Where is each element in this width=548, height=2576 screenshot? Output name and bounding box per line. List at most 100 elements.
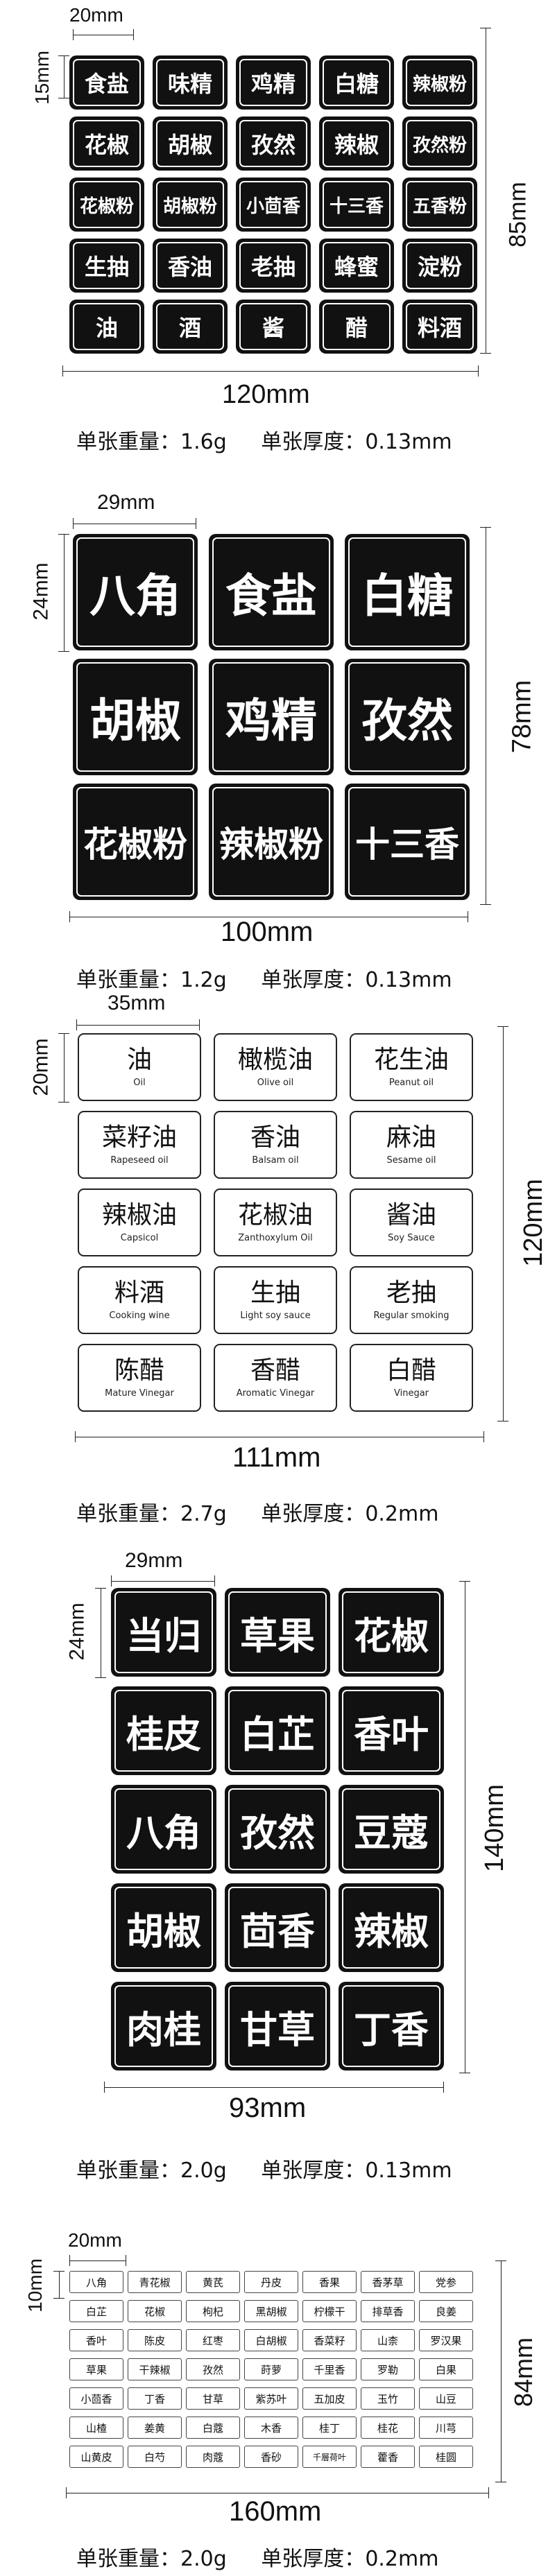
sticker-label: 香菜籽 bbox=[302, 2329, 357, 2351]
sticker-text-en: Regular smoking bbox=[373, 1311, 449, 1322]
sticker-border bbox=[239, 303, 307, 350]
sticker-label: 白糖 bbox=[345, 534, 470, 650]
sticker-label: 香叶 bbox=[69, 2329, 123, 2351]
sheet-height-text: 85mm bbox=[504, 182, 531, 248]
sticker-text-en: Oil bbox=[133, 1078, 146, 1089]
sticker-label: 酒 bbox=[153, 300, 228, 354]
sticker-label: 淀粉 bbox=[402, 239, 477, 293]
sheet-height-dimension bbox=[496, 1026, 510, 1421]
sticker-border bbox=[73, 59, 141, 106]
sticker-label: 孜然 bbox=[345, 659, 470, 775]
spec-line-4: 单张重量：2.0g 单张厚度：0.13mm bbox=[76, 2153, 480, 2184]
sticker-label: 桂丁 bbox=[302, 2417, 357, 2439]
sticker-label: 甘草 bbox=[225, 1982, 330, 2071]
sticker-label: 豆蔻 bbox=[339, 1785, 444, 1874]
sticker-text: 孜然 bbox=[240, 1810, 315, 1855]
sticker-label: 香叶 bbox=[339, 1686, 444, 1775]
sticker-label: 辣椒粉 bbox=[209, 784, 334, 900]
sticker-border bbox=[228, 1985, 327, 2067]
sticker-grid: 食盐味精鸡精白糖辣椒粉花椒胡椒孜然辣椒孜然粉花椒粉胡椒粉小茴香十三香五香粉生抽香… bbox=[69, 55, 479, 354]
sticker-border bbox=[239, 120, 307, 167]
sheet-height-text: 140mm bbox=[479, 1784, 509, 1872]
sticker-text-en: Balsam oil bbox=[252, 1155, 299, 1166]
sticker-label: 鸡精 bbox=[209, 659, 334, 775]
sticker-text: 酒 bbox=[178, 315, 201, 341]
sticker-label: 白果 bbox=[419, 2358, 473, 2380]
sticker-label: 木香 bbox=[244, 2417, 298, 2439]
weight-spec: 单张重量：2.0g bbox=[76, 2547, 227, 2571]
sticker-text: 花椒粉 bbox=[79, 196, 134, 217]
sticker-border bbox=[406, 303, 474, 350]
sticker-text: 白糖 bbox=[361, 569, 453, 623]
sticker-border bbox=[114, 1887, 213, 1969]
sticker-label: 丹皮 bbox=[244, 2271, 298, 2293]
sticker-text: 桂皮 bbox=[126, 1712, 201, 1756]
thickness-spec: 单张厚度：0.2mm bbox=[261, 2547, 439, 2571]
sticker-text-en: Rapeseed oil bbox=[110, 1155, 169, 1166]
sticker-label: 五加皮 bbox=[302, 2387, 357, 2410]
spec-line-5: 单张重量：2.0g 单张厚度：0.2mm bbox=[76, 2541, 466, 2572]
sticker-label: 胡椒 bbox=[73, 659, 198, 775]
sticker-label: 鸡精 bbox=[236, 55, 311, 110]
sticker-sheet-1: 食盐味精鸡精白糖辣椒粉花椒胡椒孜然辣椒孜然粉花椒粉胡椒粉小茴香十三香五香粉生抽香… bbox=[69, 55, 479, 354]
sticker-text: 生抽 bbox=[84, 254, 129, 280]
sheet-width-text: 100mm bbox=[221, 917, 314, 947]
sticker-text: 草果 bbox=[240, 1614, 315, 1658]
sticker-label: 陈皮 bbox=[128, 2329, 182, 2351]
sheet-width-dimension bbox=[104, 2080, 444, 2094]
sticker-text: 辣椒 bbox=[354, 1909, 429, 1953]
sheet-height-dimension bbox=[494, 2261, 508, 2482]
sticker-text-en: Soy Sauce bbox=[388, 1233, 435, 1244]
sticker-label: 胡椒 bbox=[111, 1883, 216, 1972]
sticker-border bbox=[323, 59, 391, 106]
sticker-text: 味精 bbox=[167, 71, 212, 97]
sticker-label: 花椒粉 bbox=[73, 784, 198, 900]
sticker-label: 五香粉 bbox=[402, 178, 477, 232]
sticker-label: 胡椒粉 bbox=[153, 178, 228, 232]
sticker-text: 醋 bbox=[345, 315, 368, 341]
sticker-label: 千里香 bbox=[302, 2358, 357, 2380]
sticker-label: 川芎 bbox=[419, 2417, 473, 2439]
sticker-grid: 当归草果花椒桂皮白芷香叶八角孜然豆蔻胡椒茴香辣椒肉桂甘草丁香 bbox=[111, 1588, 444, 2071]
sticker-label: 白蔻 bbox=[186, 2417, 240, 2439]
sticker-label: 丁香 bbox=[128, 2387, 182, 2410]
label-height-text: 24mm bbox=[65, 1602, 89, 1661]
sheet-height-dimension bbox=[458, 1581, 472, 2073]
sticker-label: 花椒 bbox=[339, 1588, 444, 1677]
sheet-width-text: 160mm bbox=[229, 2496, 322, 2527]
weight-spec: 单张重量：2.0g bbox=[76, 2159, 227, 2183]
sticker-text: 辣椒粉 bbox=[219, 824, 323, 865]
sticker-label: 孜然 bbox=[186, 2358, 240, 2380]
sticker-text-cn: 菜籽油 bbox=[101, 1123, 177, 1152]
sticker-label: 草果 bbox=[69, 2358, 123, 2380]
sticker-text-en: Mature Vinegar bbox=[105, 1388, 174, 1399]
sticker-text: 白糖 bbox=[334, 71, 379, 97]
sticker-border bbox=[228, 1887, 327, 1969]
sticker-text-cn: 麻油 bbox=[386, 1123, 436, 1152]
label-width-dimension bbox=[76, 1018, 200, 1032]
sheet-width-dimension bbox=[69, 910, 468, 924]
weight-spec: 单张重量：2.7g bbox=[76, 1502, 227, 1526]
label-width-text: 29mm bbox=[97, 491, 155, 514]
sticker-text: 白芷 bbox=[240, 1712, 315, 1756]
sticker-label: 桂花 bbox=[361, 2417, 415, 2439]
sticker-border bbox=[239, 242, 307, 289]
sticker-border bbox=[406, 181, 474, 228]
sticker-text: 十三香 bbox=[355, 824, 459, 865]
spec-line-2: 单张重量：1.2g 单张厚度：0.13mm bbox=[76, 962, 480, 993]
sticker-label: 辣椒 bbox=[319, 116, 394, 171]
sticker-label: 小茴香 bbox=[236, 178, 311, 232]
sticker-label: 香果 bbox=[302, 2271, 357, 2293]
sheet-height-text: 84mm bbox=[509, 2337, 538, 2408]
sheet-height-text: 120mm bbox=[518, 1179, 548, 1267]
sticker-label: 花椒 bbox=[128, 2300, 182, 2322]
sticker-border bbox=[323, 303, 391, 350]
sticker-label: 白芷 bbox=[69, 2300, 123, 2322]
label-width-text: 29mm bbox=[125, 1549, 183, 1572]
sticker-label: 丁香 bbox=[339, 1982, 444, 2071]
sticker-label: 孜然 bbox=[236, 116, 311, 171]
sticker-label: 小茴香 bbox=[69, 2387, 123, 2410]
sticker-text: 辣椒 bbox=[334, 132, 379, 158]
